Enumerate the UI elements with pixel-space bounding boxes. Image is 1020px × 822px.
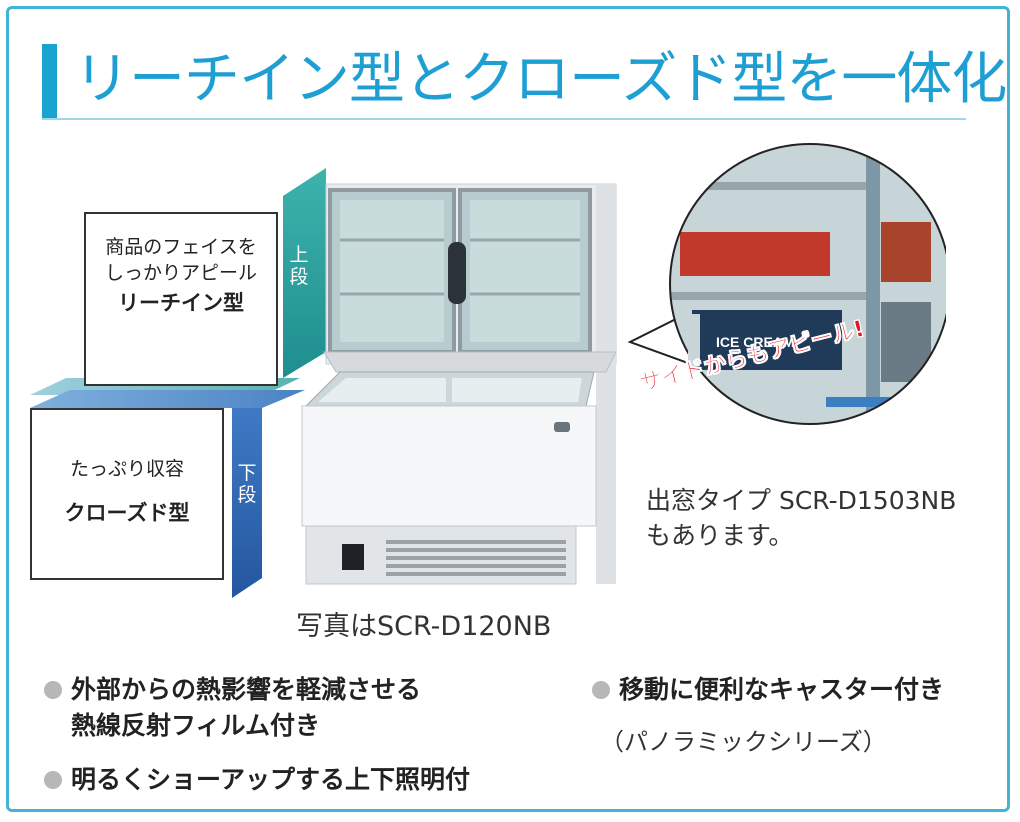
page-title: リーチイン型とクローズド型を一体化 bbox=[74, 47, 1007, 112]
bullet-icon bbox=[44, 771, 62, 789]
title-accent-bar bbox=[42, 44, 57, 118]
side-note: 出窓タイプ SCR-D1503NB もあります。 bbox=[646, 483, 956, 553]
door-handle bbox=[448, 242, 466, 304]
reach-in-line-2: しっかりアピール bbox=[104, 262, 257, 284]
closed-label-box: たっぷり収容 クローズド型 bbox=[30, 408, 224, 580]
bullet-icon bbox=[592, 681, 610, 699]
reach-in-line-1: 商品のフェイスを bbox=[105, 236, 257, 258]
closed-line-1: たっぷり収容 bbox=[69, 458, 184, 480]
feature-casters-note: （パノラミックシリーズ） bbox=[600, 728, 887, 756]
upper-level-label: 上段 bbox=[289, 244, 309, 288]
ice-cream-label: ICE CREAM bbox=[716, 334, 795, 350]
reach-in-type-name: リーチイン型 bbox=[118, 291, 244, 315]
side-view-inset: ICE CREAM bbox=[627, 143, 946, 425]
side-note-line-2: もあります。 bbox=[646, 521, 794, 550]
closed-type-name: クローズド型 bbox=[64, 501, 190, 525]
side-note-line-1: 出窓タイプ SCR-D1503NB bbox=[646, 486, 957, 515]
feature-casters: 移動に便利なキャスター付き bbox=[592, 672, 944, 708]
photo-caption: 写真はSCR-D120NB bbox=[296, 611, 552, 642]
feature-heat-film: 外部からの熱影響を軽減させる 熱線反射フィルム付き bbox=[44, 672, 421, 744]
freezer-photo bbox=[301, 183, 617, 585]
bullet-icon bbox=[44, 681, 62, 699]
reach-in-label-box: 商品のフェイスを しっかりアピール リーチイン型 bbox=[84, 212, 278, 386]
title-underline bbox=[42, 118, 966, 120]
lower-level-label: 下段 bbox=[237, 462, 257, 506]
feature-lighting: 明るくショーアップする上下照明付 bbox=[44, 762, 470, 798]
